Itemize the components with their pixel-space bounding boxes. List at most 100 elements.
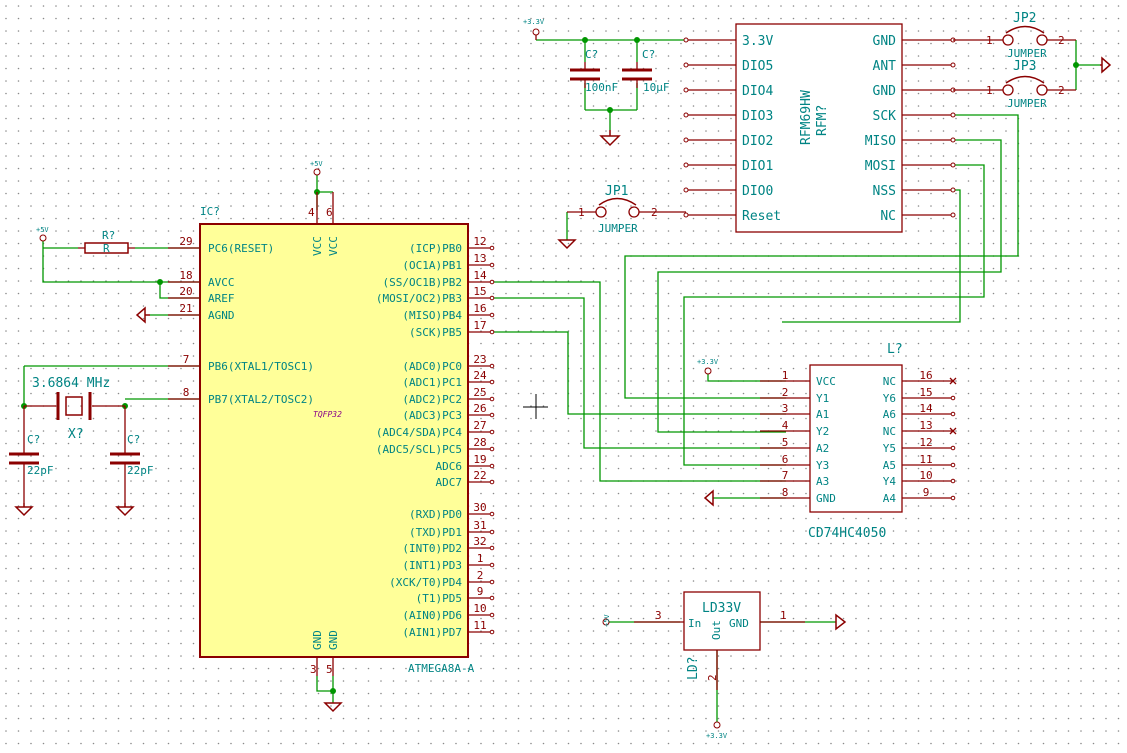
capacitor-c4[interactable]: C? 22pF bbox=[110, 406, 154, 503]
regulator-ld33v[interactable]: LD33V In GND Out LD? 3 1 2 bbox=[634, 591, 805, 690]
svg-text:5: 5 bbox=[326, 663, 333, 676]
svg-text:10µF: 10µF bbox=[643, 81, 670, 94]
pin-end-marker bbox=[489, 312, 495, 318]
svg-text:1: 1 bbox=[986, 84, 993, 97]
mcu-pin-name: AVCC bbox=[208, 276, 235, 289]
pin-end-marker bbox=[683, 187, 689, 193]
svg-text:2: 2 bbox=[651, 206, 658, 219]
capacitor-c3[interactable]: C? 22pF bbox=[9, 406, 54, 503]
svg-text:JP2: JP2 bbox=[1013, 11, 1036, 26]
rfm-pin-name: NC bbox=[880, 209, 896, 224]
buffer-pin-name: GND bbox=[816, 492, 836, 505]
pin-end-marker bbox=[683, 37, 689, 43]
buffer-pin-name: A6 bbox=[883, 408, 896, 421]
buffer-pin-name: Y1 bbox=[816, 392, 829, 405]
mcu-pin-name: (OC1A)PB1 bbox=[402, 259, 462, 272]
buffer-pin-number: 9 bbox=[923, 486, 930, 499]
buffer-pin-name: Y3 bbox=[816, 459, 829, 472]
mcu-pin-name: (ADC2)PC2 bbox=[402, 393, 462, 406]
mcu-pin-number: 23 bbox=[473, 353, 486, 366]
buffer-pin-name: VCC bbox=[816, 375, 836, 388]
svg-text:JUMPER: JUMPER bbox=[1007, 47, 1047, 60]
power-symbols: +3.3V +5V +5V +3.3V +5V +3.3V bbox=[14, 18, 1112, 740]
svg-text:LD33V: LD33V bbox=[702, 601, 741, 616]
pin-end-marker bbox=[950, 495, 956, 501]
svg-text:C?: C? bbox=[127, 433, 140, 446]
mcu-pin-number: 18 bbox=[179, 269, 192, 282]
mcu-pin-number: 1 bbox=[477, 552, 484, 565]
pin-end-marker bbox=[950, 478, 956, 484]
pin-end-marker bbox=[950, 395, 956, 401]
svg-text:+3.3V: +3.3V bbox=[706, 732, 728, 740]
mcu-pin-number: 28 bbox=[473, 436, 486, 449]
pin-end-marker bbox=[950, 112, 956, 118]
svg-text:1: 1 bbox=[986, 34, 993, 47]
mcu-left-pins: 29PC6(RESET)18AVCC20AREF21AGND7PB6(XTAL1… bbox=[168, 235, 314, 406]
rfm69hw-module[interactable]: RFM69HW RFM? 3.3VDIO5DIO4DIO3DIO2DIO1DIO… bbox=[683, 23, 956, 233]
buffer-pin-number: 3 bbox=[782, 402, 789, 415]
mcu-right-pins: 12(ICP)PB013(OC1A)PB114(SS/OC1B)PB215(MO… bbox=[376, 235, 495, 639]
rfm-pin-name: DIO2 bbox=[742, 134, 773, 149]
svg-text:GND: GND bbox=[327, 630, 340, 650]
rfm-pin-name: DIO3 bbox=[742, 109, 773, 124]
mcu-pin-number: 8 bbox=[183, 386, 190, 399]
buffer-pin-number: 11 bbox=[919, 453, 932, 466]
mcu-pin-number: 9 bbox=[477, 585, 484, 598]
mcu-pin-name: (RXD)PD0 bbox=[409, 508, 462, 521]
mcu-pin-number: 12 bbox=[473, 235, 486, 248]
pin-end-marker bbox=[489, 545, 495, 551]
pin-end-marker bbox=[683, 162, 689, 168]
mcu-atmega8a[interactable]: IC? ATMEGA8A-A TQFP32 4 6 VCC VCC 3 5 GN… bbox=[168, 192, 495, 676]
mcu-pin-number: 27 bbox=[473, 419, 486, 432]
mcu-pin-number: 26 bbox=[473, 402, 486, 415]
svg-text:+5V: +5V bbox=[310, 160, 323, 168]
buffer-pin-number: 8 bbox=[782, 486, 789, 499]
mcu-pin-number: 32 bbox=[473, 535, 486, 548]
capacitor-c2[interactable]: C? 10µF bbox=[622, 48, 670, 94]
crosshair-cursor-icon bbox=[523, 394, 548, 419]
jumper-jp2[interactable]: 1 2 JP2 JUMPER bbox=[953, 11, 1076, 60]
pin-end-marker bbox=[683, 137, 689, 143]
svg-text:JP1: JP1 bbox=[605, 184, 628, 199]
mcu-ref: IC? bbox=[200, 205, 220, 218]
buffer-pin-name: Y5 bbox=[883, 442, 896, 455]
mcu-pin-number: 24 bbox=[473, 369, 487, 382]
jumper-jp1[interactable]: 1 2 JP1 JUMPER bbox=[567, 184, 686, 235]
rfm-pin-name: GND bbox=[873, 34, 897, 49]
pin-end-marker bbox=[489, 511, 495, 517]
buffer-pin-number: 14 bbox=[919, 402, 933, 415]
mcu-pin-number: 21 bbox=[179, 302, 192, 315]
svg-text:3: 3 bbox=[310, 663, 317, 676]
mcu-pin-name: (ADC3)PC3 bbox=[402, 409, 462, 422]
pin-end-marker bbox=[683, 212, 689, 218]
svg-text:2: 2 bbox=[706, 674, 719, 681]
rfm-pin-name: 3.3V bbox=[742, 34, 773, 49]
crystal-x1[interactable]: 3.6864 MHz X? bbox=[24, 376, 125, 442]
rfm-pin-name: MISO bbox=[865, 134, 896, 149]
rfm-pin-name: Reset bbox=[742, 209, 781, 224]
pin-end-marker bbox=[489, 245, 495, 251]
rfm-pin-name: DIO5 bbox=[742, 59, 773, 74]
svg-text:+3.3V: +3.3V bbox=[523, 18, 545, 26]
buffer-pin-name: A3 bbox=[816, 475, 829, 488]
mcu-pin-number: 22 bbox=[473, 469, 486, 482]
buffer-pin-name: A2 bbox=[816, 442, 829, 455]
mcu-pin-name: (ADC4/SDA)PC4 bbox=[376, 426, 462, 439]
mcu-pin-name: (INT1)PD3 bbox=[402, 559, 462, 572]
pin-end-marker bbox=[489, 329, 495, 335]
pin-end-marker bbox=[950, 212, 956, 218]
capacitor-c1[interactable]: C? 100nF bbox=[570, 48, 618, 94]
svg-text:GND: GND bbox=[729, 617, 749, 630]
svg-text:+3.3V: +3.3V bbox=[697, 358, 719, 366]
resistor-r1[interactable]: R? R bbox=[78, 229, 135, 255]
pin-end-marker bbox=[489, 446, 495, 452]
buffer-pin-number: 10 bbox=[919, 469, 932, 482]
svg-text:2: 2 bbox=[1058, 84, 1065, 97]
mcu-pin-name: (AIN0)PD6 bbox=[402, 609, 462, 622]
jumper-jp3[interactable]: 1 2 JP3 JUMPER bbox=[953, 59, 1076, 110]
